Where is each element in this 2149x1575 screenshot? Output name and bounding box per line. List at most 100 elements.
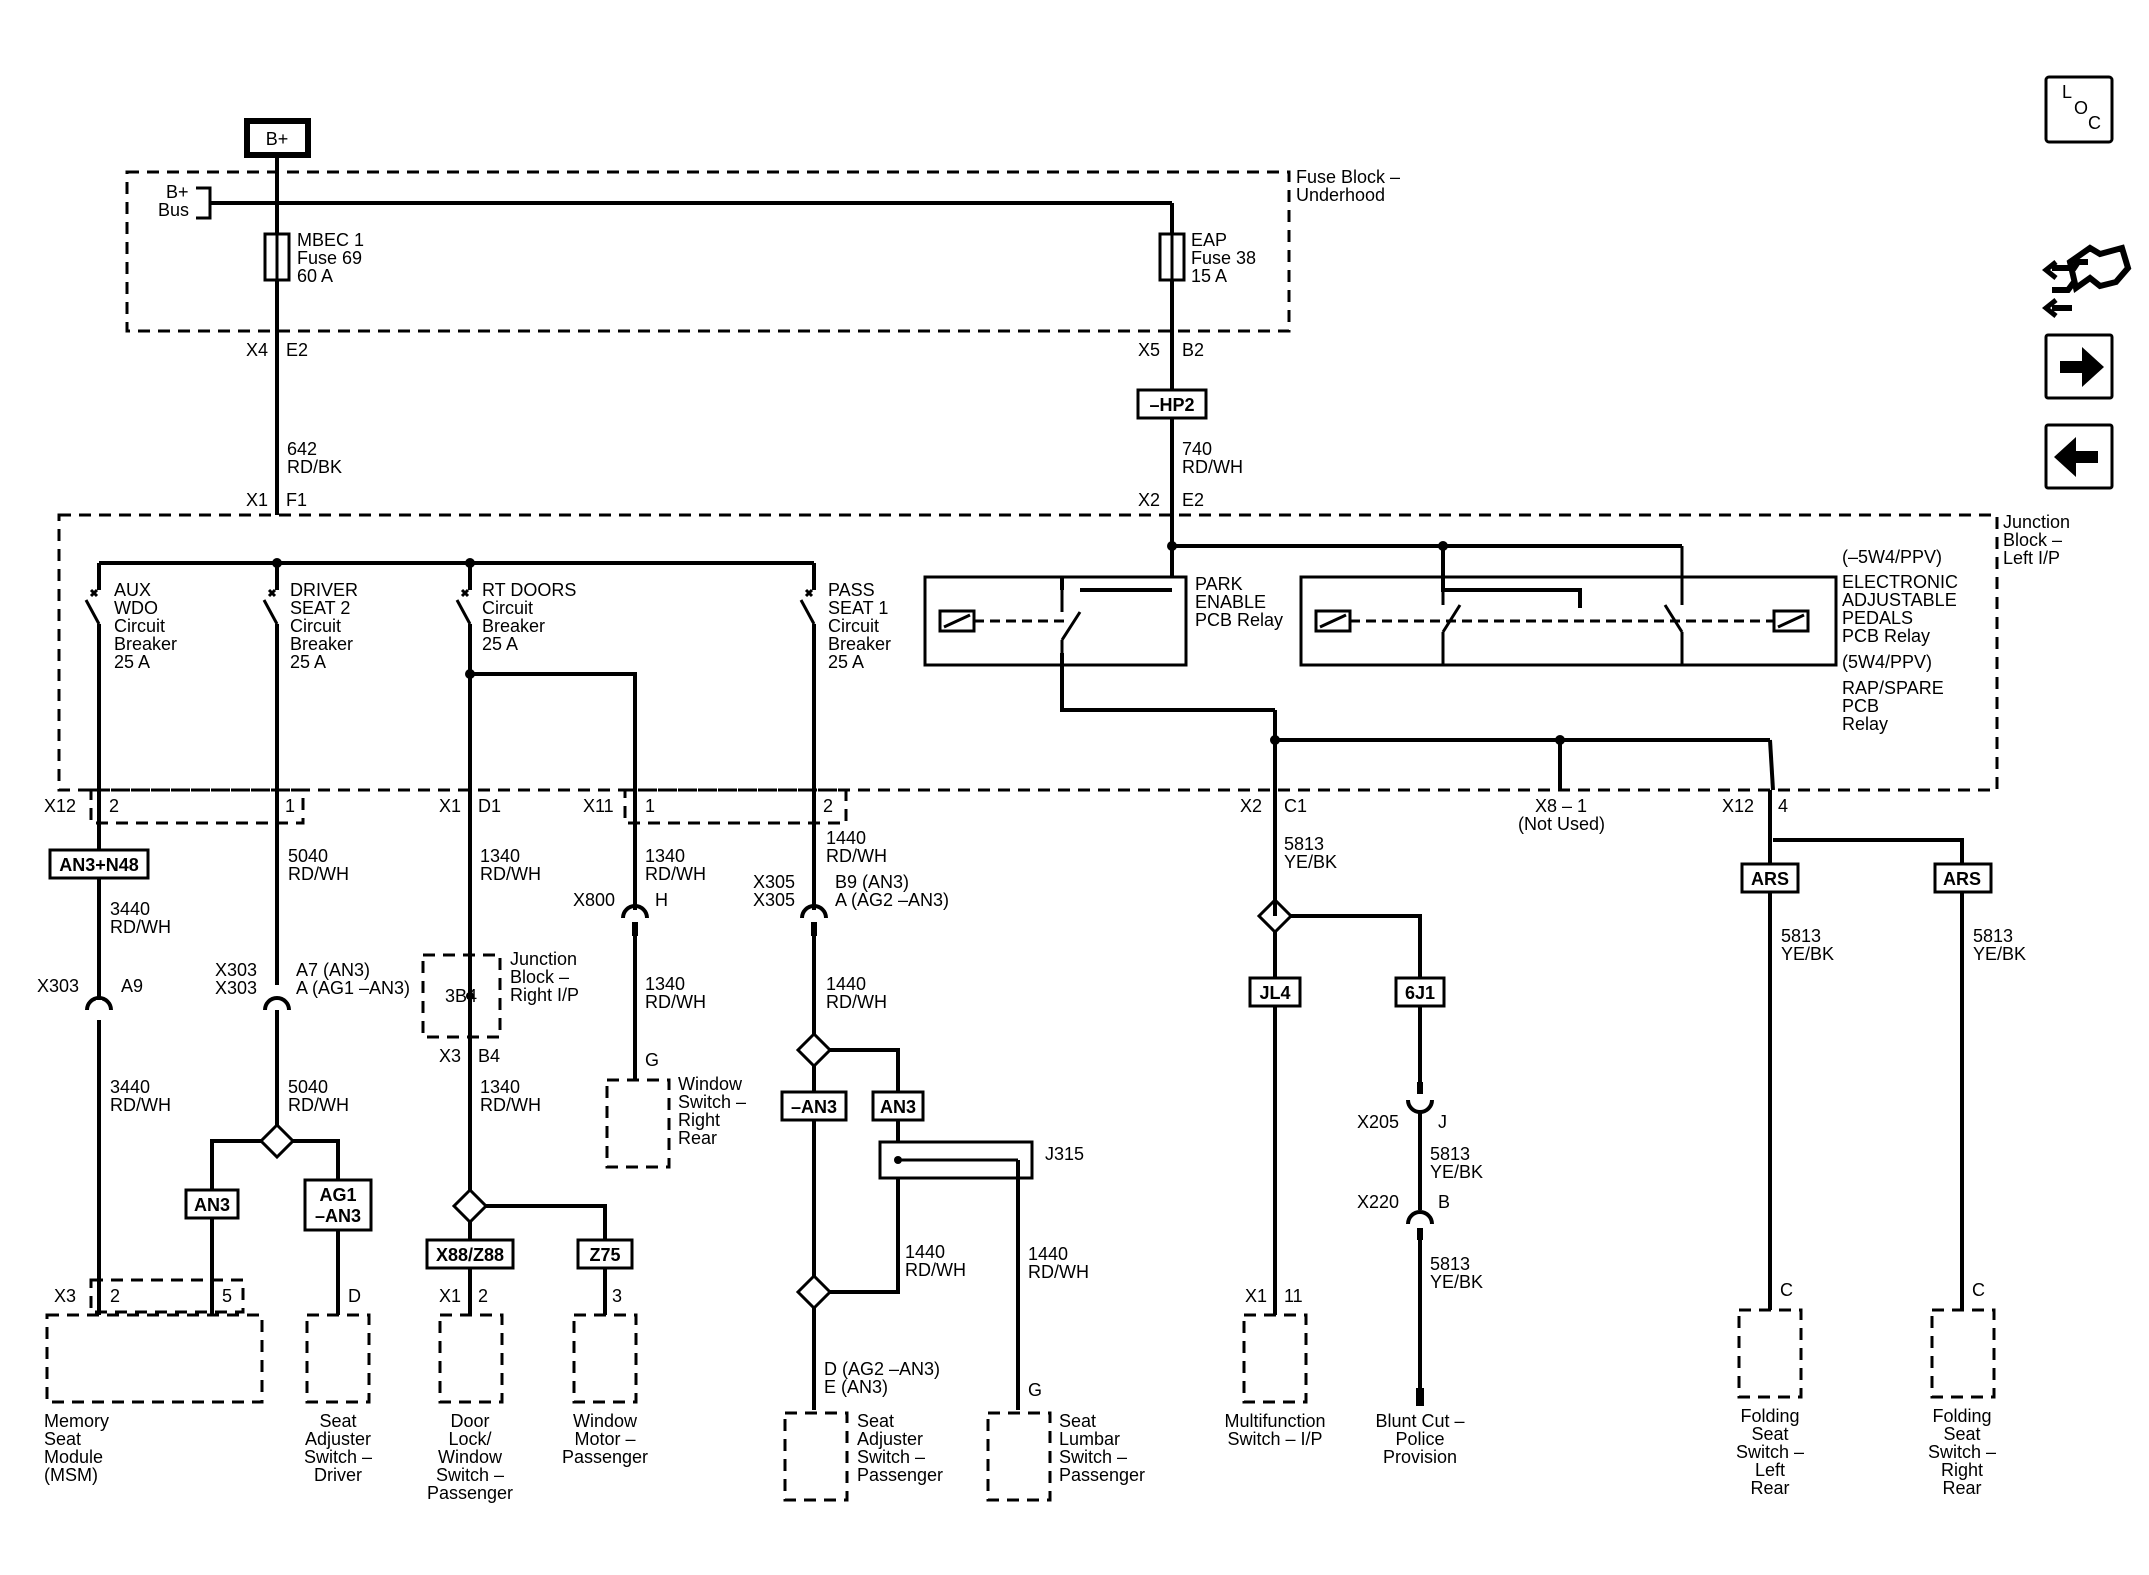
col6-wire1-num: 5813 [1284,834,1324,854]
folding-seat-right-rear: Folding Seat Switch – Right Rear [1928,1308,1996,1498]
multifunction-switch: Multifunction Switch – I/P [1224,1313,1326,1449]
svg-text:Switch –: Switch – [1928,1442,1996,1462]
row-d1: D1 [478,796,501,816]
col3-wire2-color: RD/WH [480,1095,541,1115]
svg-text:–AN3: –AN3 [315,1206,361,1226]
svg-text:Rear: Rear [1750,1478,1789,1498]
fuse-block-underhood: Fuse Block – Underhood B+ Bus MBEC 1 Fus… [125,167,1400,372]
battery-source: B+ [244,118,311,158]
row-x11: X11 [583,796,614,816]
conn-e2-in: E2 [1182,490,1204,510]
svg-text:Z75: Z75 [589,1245,620,1265]
svg-text:Blunt Cut –: Blunt Cut – [1375,1411,1464,1431]
col4-x800: X800 [573,890,615,910]
svg-text:Passenger: Passenger [562,1447,648,1467]
pedal-relay-l4: PEDALS [1842,608,1913,628]
svg-text:DRIVER: DRIVER [290,580,358,600]
col1-wire2-color: RD/WH [110,1095,171,1115]
svg-text:6J1: 6J1 [1405,983,1435,1003]
svg-text:Junction: Junction [510,949,577,969]
row-pin-1: 1 [285,796,295,816]
fuse-b-num: Fuse 38 [1191,248,1256,268]
folding-seat-left-rear: Folding Seat Switch – Left Rear [1736,1308,1804,1498]
svg-text:Adjuster: Adjuster [857,1429,923,1449]
svg-text:Module: Module [44,1447,103,1467]
svg-text:Folding: Folding [1932,1406,1991,1426]
conn-b2: B2 [1182,340,1204,360]
breaker-aux [84,588,101,1315]
col3-x1: X1 [439,1286,461,1306]
location-icon[interactable]: L O C [2044,75,2114,144]
svg-text:AN3: AN3 [880,1097,916,1117]
svg-text:Switch –: Switch – [304,1447,372,1467]
col5-wire3-color: RD/WH [905,1260,966,1280]
col1-x3: X3 [54,1286,76,1306]
col4-h: H [655,890,668,910]
col3-x3: X3 [439,1046,461,1066]
col5-wire4-color: RD/WH [1028,1262,1089,1282]
svg-text:AN3: AN3 [194,1195,230,1215]
col6-x220: X220 [1357,1192,1399,1212]
col1-x303: X303 [37,976,79,996]
svg-text:3B4: 3B4 [445,986,477,1006]
col3-wire2-num: 1340 [480,1077,520,1097]
pedal-relay-l9: Relay [1842,714,1888,734]
svg-text:Seat: Seat [1751,1424,1788,1444]
row-x1: X1 [439,796,461,816]
col2-x303a: X303 [215,960,257,980]
svg-text:ARS: ARS [1751,869,1789,889]
svg-text:Passenger: Passenger [427,1483,513,1503]
col5-wire1-num: 1440 [826,828,866,848]
row-pin-2: 2 [109,796,119,816]
breaker-pass [799,588,816,910]
forward-arrow-icon[interactable] [2044,333,2114,400]
option-z75: Z75 [576,1238,634,1270]
svg-text:Block –: Block – [510,967,569,987]
col7-wire-l-color: YE/BK [1781,944,1834,964]
seat-adjuster-passenger: Seat Adjuster Switch – Passenger [783,1411,943,1502]
row-c1: C1 [1284,796,1307,816]
col1-pin2: 2 [110,1286,120,1306]
col5-wire3-num: 1440 [905,1242,945,1262]
row-x12: X12 [44,796,76,816]
breaker-pass-label: PASS SEAT 1 Circuit Breaker 25 A [828,580,891,672]
svg-text:(MSM): (MSM) [44,1465,98,1485]
svg-text:AUX: AUX [114,580,151,600]
pedal-relay-l1: (–5W4/PPV) [1842,547,1942,567]
svg-text:Folding: Folding [1740,1406,1799,1426]
memory-seat-module: Memory Seat Module (MSM) [44,1313,264,1485]
svg-text:–AN3: –AN3 [791,1097,837,1117]
fuse-block-title-2: Underhood [1296,185,1385,205]
row-x11-pin: 1 [645,796,655,816]
col6-j: J [1438,1112,1447,1132]
jb-left-title-3: Left I/P [2003,548,2060,568]
col6-wire2-num: 5813 [1430,1144,1470,1164]
col2-a: A (AG1 –AN3) [296,978,410,998]
svg-text:J315: J315 [1045,1144,1084,1164]
seat-adjuster-driver: Seat Adjuster Switch – Driver [304,1313,372,1485]
jb-left-title-2: Block – [2003,530,2062,550]
conn-f1-in: F1 [286,490,307,510]
back-arrow-icon[interactable] [2044,423,2114,490]
fuse-a-rating: 60 A [297,266,333,286]
wire-642-color: RD/BK [287,457,342,477]
col3-b4: B4 [478,1046,500,1066]
component-icon[interactable] [2041,244,2132,318]
col6-wire3-num: 5813 [1430,1254,1470,1274]
svg-text:Circuit: Circuit [828,616,879,636]
option-jl4: JL4 [1248,976,1302,1008]
col5-e: E (AN3) [824,1377,888,1397]
col5-g: G [1028,1380,1042,1400]
svg-text:Seat: Seat [1943,1424,1980,1444]
col6-x205: X205 [1357,1112,1399,1132]
col5-d: D (AG2 –AN3) [824,1359,940,1379]
col3-wire1-num: 1340 [480,846,520,866]
svg-text:Switch –: Switch – [857,1447,925,1467]
row-not-used: (Not Used) [1518,814,1605,834]
pedal-relay-l5: PCB Relay [1842,626,1930,646]
loc-c: C [2088,113,2101,133]
option-an3-driver: AN3 [184,1188,240,1220]
col4-wire2-color: RD/WH [645,992,706,1012]
svg-text:25 A: 25 A [114,652,150,672]
col5-x305b: X305 [753,890,795,910]
